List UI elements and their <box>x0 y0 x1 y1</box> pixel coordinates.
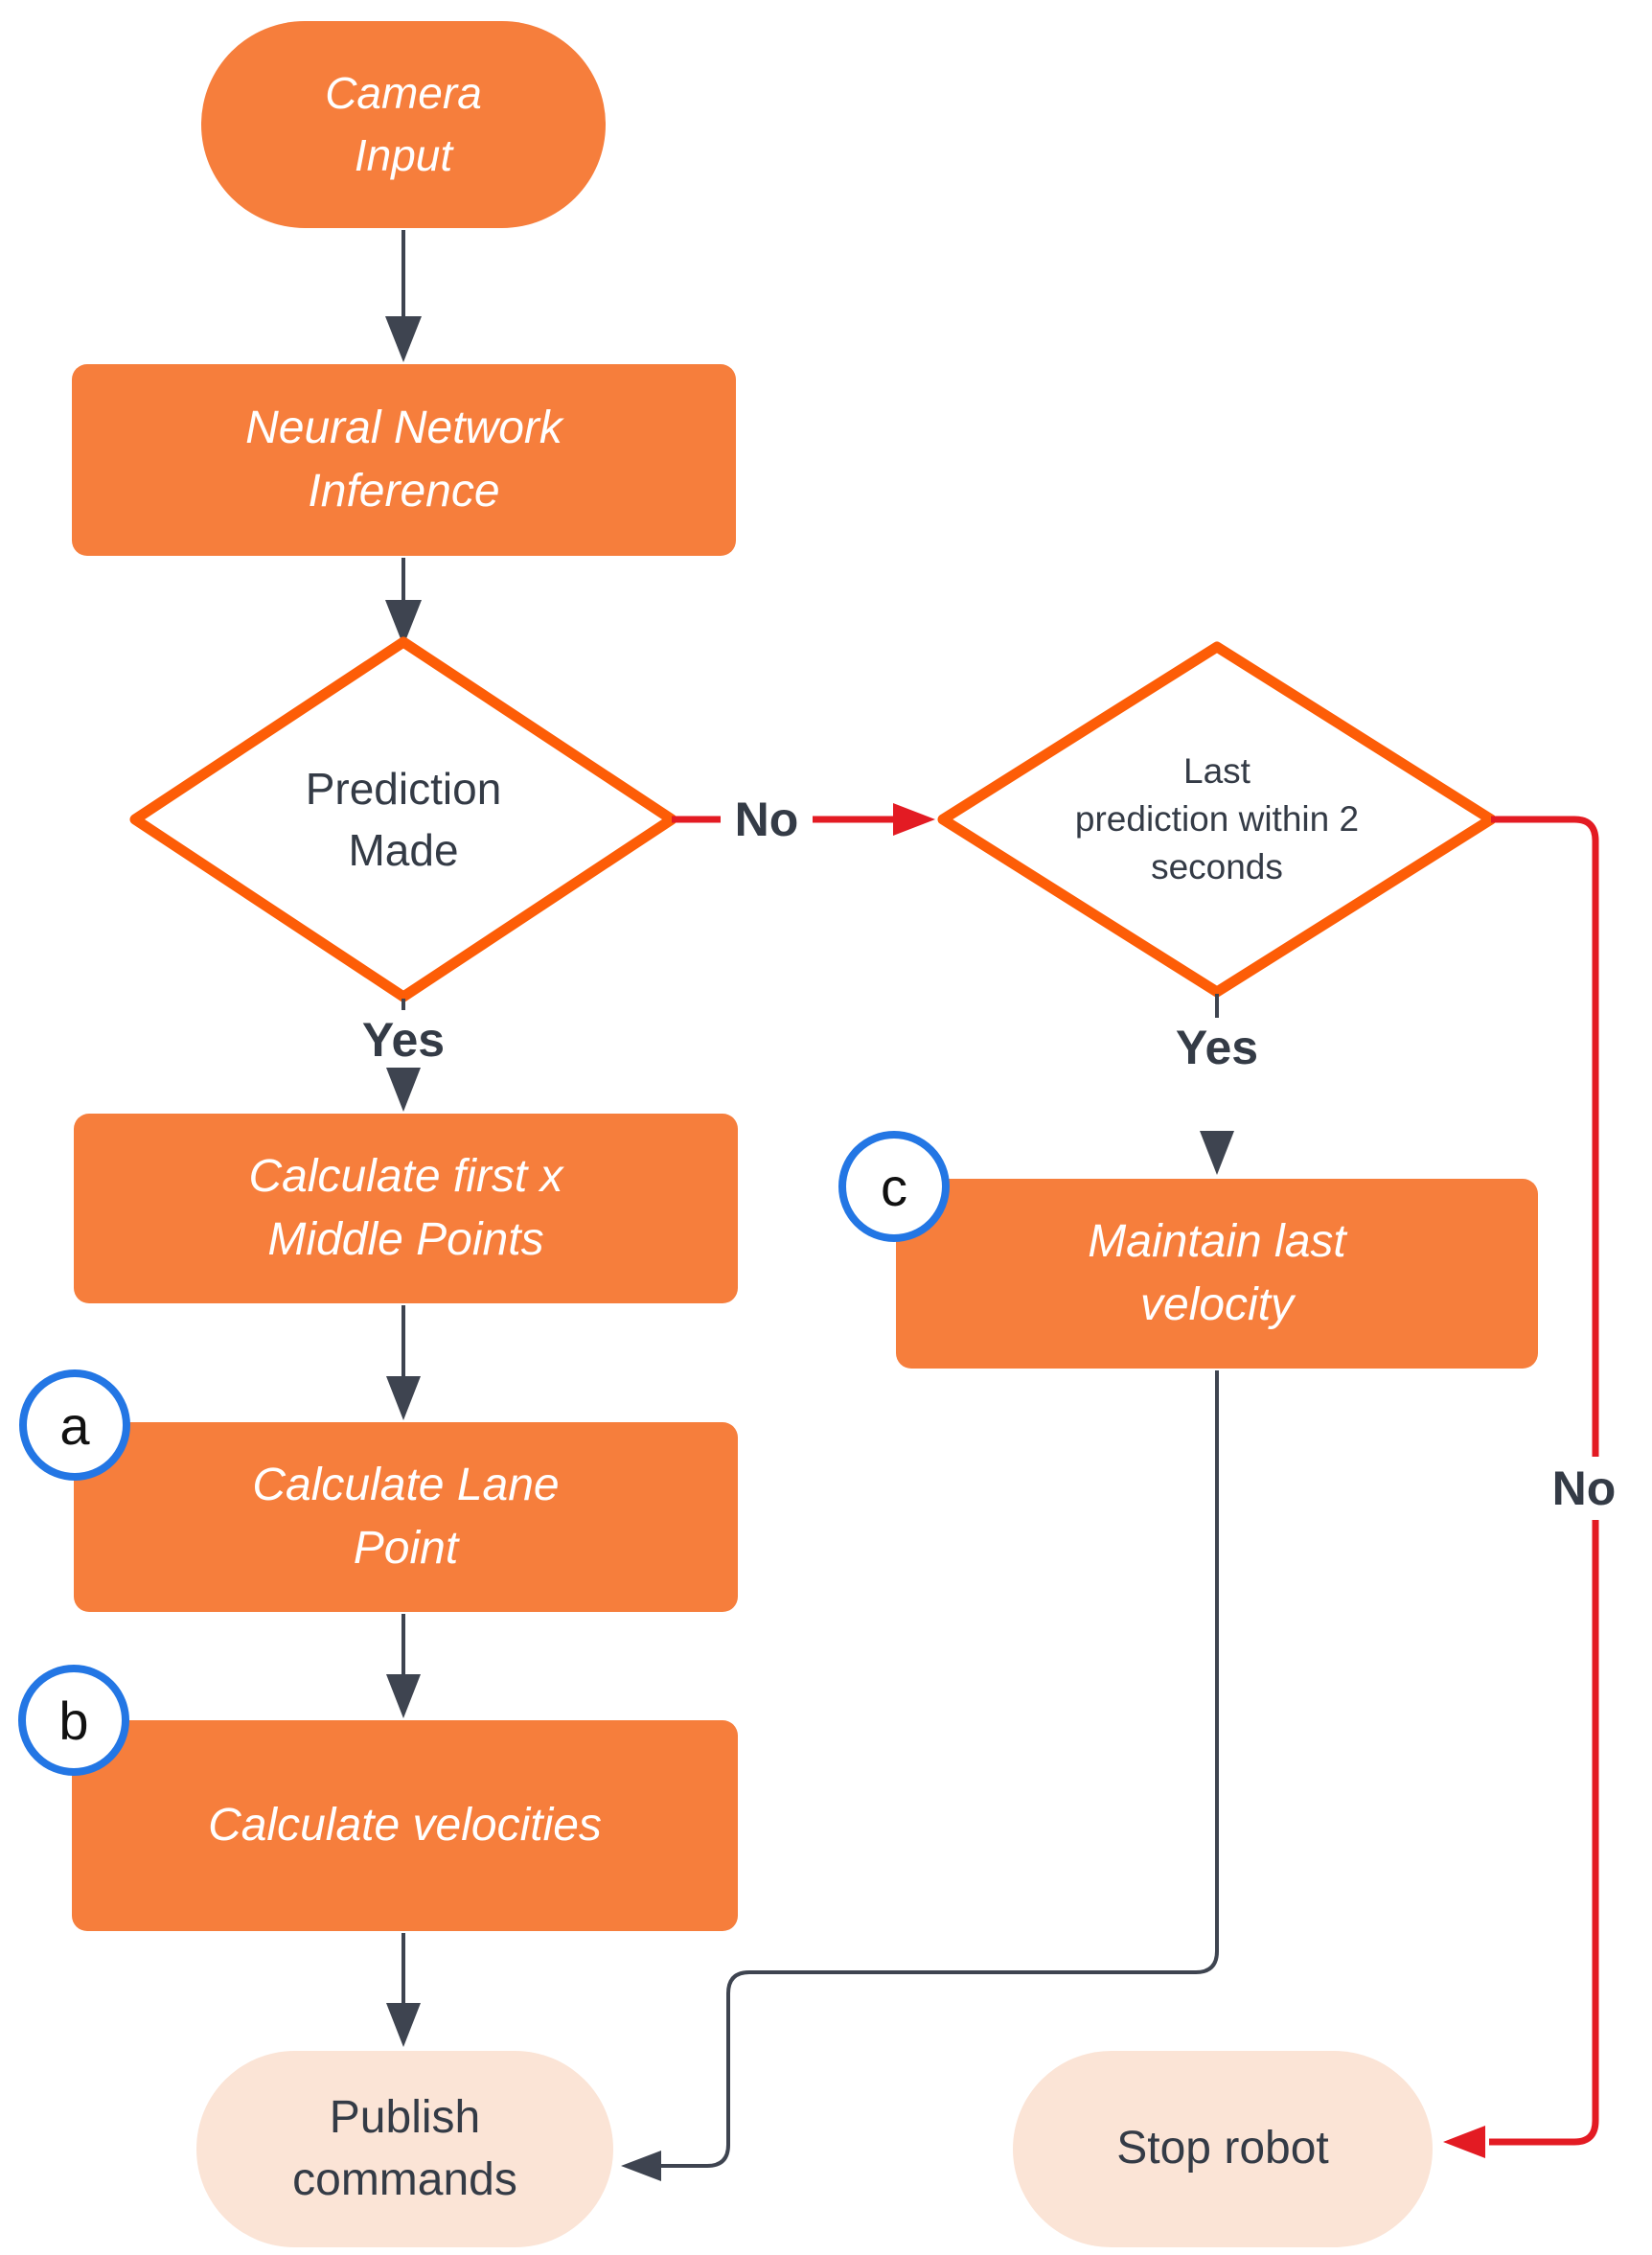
arrowhead-down-icon <box>386 1376 421 1420</box>
arrowhead-down-icon <box>386 2003 421 2047</box>
arrowhead-left-icon <box>621 2151 661 2181</box>
calculate-velocities-node: Calculate velocities <box>72 1720 738 1931</box>
edge-label-no-prediction: No <box>721 788 813 851</box>
maintain-last-velocity-node: Maintain last velocity <box>896 1179 1538 1369</box>
arrowhead-down-icon <box>386 1068 421 1112</box>
badge-a: a <box>19 1369 130 1481</box>
stop-robot-node: Stop robot <box>1013 2051 1433 2247</box>
arrowhead-down-icon <box>385 600 422 646</box>
last-prediction-diamond <box>937 641 1497 998</box>
badge-b: b <box>18 1665 129 1776</box>
calculate-lane-point-node: Calculate Lane Point <box>74 1422 738 1612</box>
neural-network-inference-node: Neural Network Inference <box>72 364 736 556</box>
connector-maintain-to-publish <box>646 1370 1219 2168</box>
prediction-made-label: Prediction Made <box>305 763 502 875</box>
red-arrowhead-right-icon <box>893 803 935 836</box>
camera-input-node: Camera Input <box>201 21 606 228</box>
badge-c: c <box>838 1131 950 1242</box>
edge-label-yes-prediction: Yes <box>351 1012 456 1068</box>
prediction-made-diamond <box>129 636 677 1002</box>
publish-commands-node: Publish commands <box>196 2051 613 2247</box>
edge-label-yes-last-prediction: Yes <box>1164 1020 1270 1075</box>
arrowhead-down-icon <box>1200 1131 1234 1175</box>
last-prediction-label: Last prediction within 2 seconds <box>1074 751 1360 886</box>
red-arrowhead-left-icon <box>1443 2126 1485 2158</box>
edge-label-no-last-prediction: No <box>1533 1457 1635 1520</box>
arrowhead-down-icon <box>386 1674 421 1718</box>
calculate-first-x-middle-points-node: Calculate first x Middle Points <box>74 1114 738 1303</box>
arrowhead-down-icon <box>385 316 422 362</box>
